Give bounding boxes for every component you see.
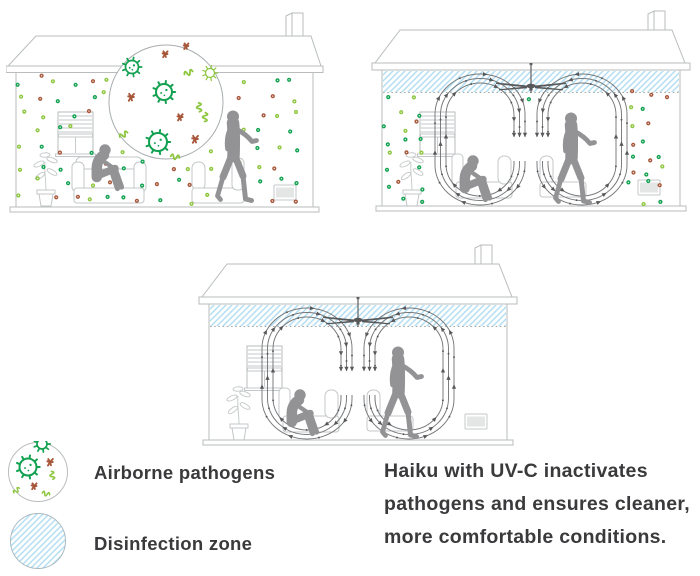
airborne-pathogens-icon [8, 441, 68, 502]
floor-base [9, 206, 320, 213]
window-blinds-icon [55, 111, 96, 157]
pathogen-dots [381, 89, 670, 207]
magnified-pathogens-icon [118, 42, 219, 161]
panel-room-with-pathogens [6, 12, 324, 213]
caption-text: Haiku with UV-C inactivates pathogens an… [384, 460, 690, 548]
panel-clean-room [179, 238, 521, 462]
legend-label-disinfection-zone: Disinfection zone [94, 533, 253, 554]
disinfection-zone-icon [10, 513, 66, 569]
panel-haiku-uvc-active-room [352, 4, 694, 228]
legend-label-airborne-pathogens: Airborne pathogens [94, 462, 276, 483]
radiator-icon [273, 184, 297, 201]
